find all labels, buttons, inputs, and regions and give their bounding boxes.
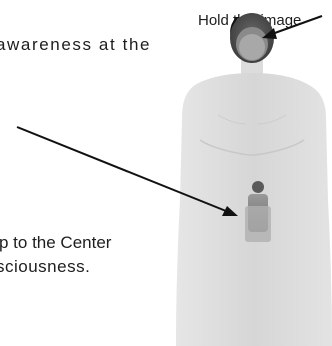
- human-torso-figure: [0, 0, 332, 346]
- meditation-illustration: Hold this image awareness at the p to th…: [0, 0, 332, 346]
